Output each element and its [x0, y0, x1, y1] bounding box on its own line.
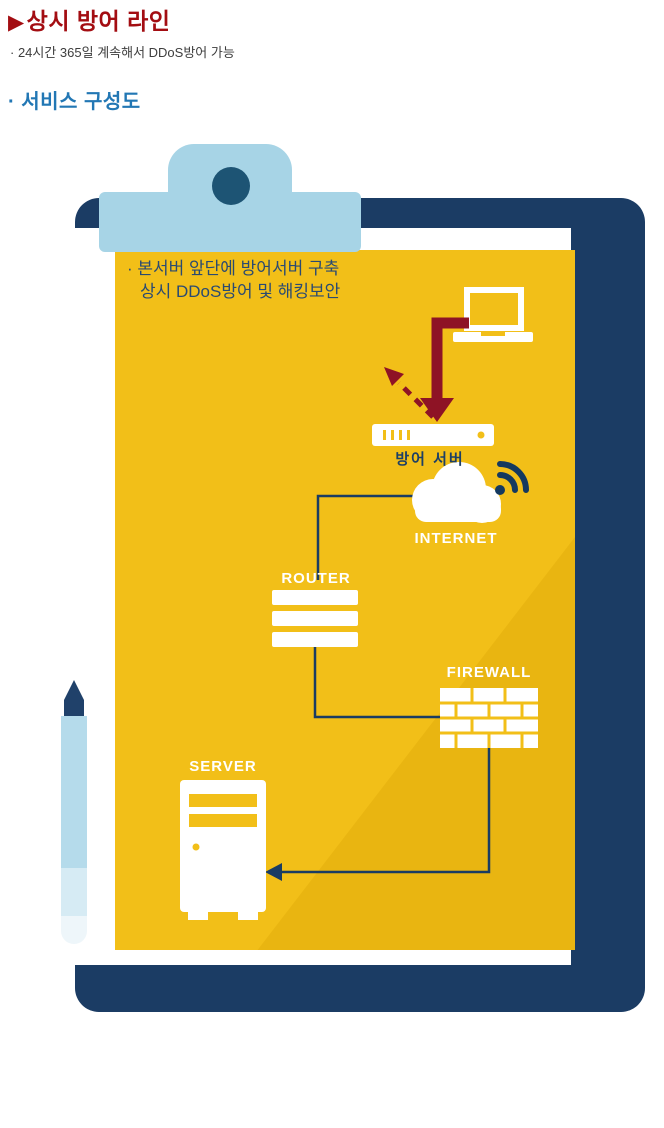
- internet-label: INTERNET: [414, 530, 498, 547]
- firewall-label: FIREWALL: [446, 664, 532, 681]
- pen-neck: [64, 700, 84, 716]
- section-title: · 서비스 구성도: [8, 91, 141, 113]
- page-title-text: 상시 방어 라인: [26, 8, 171, 34]
- diagram-note-line2: 상시 DDoS방어 및 해킹보안: [140, 282, 341, 301]
- pen: [60, 680, 88, 944]
- page-title: ▶상시 방어 라인: [8, 2, 170, 36]
- diagram-note-line1: · 본서버 앞단에 방어서버 구축: [127, 259, 340, 278]
- play-arrow-icon: ▶: [8, 11, 25, 34]
- defense-server-label: 방어 서버: [395, 451, 465, 468]
- pen-cap: [61, 916, 87, 944]
- paper-shadow: [257, 537, 575, 950]
- pen-body: [61, 716, 87, 868]
- pen-lower-body: [61, 868, 87, 916]
- router-label: ROUTER: [281, 570, 351, 587]
- clipboard-clip-hole: [212, 167, 250, 205]
- yellow-note-paper: [115, 250, 575, 950]
- pen-tip-icon: [64, 680, 84, 700]
- server-label: SERVER: [189, 758, 257, 775]
- page-subtitle: · 24시간 365일 계속해서 DDoS방어 가능: [10, 45, 235, 60]
- diagram-note: · 본서버 앞단에 방어서버 구축 상시 DDoS방어 및 해킹보안: [127, 257, 467, 303]
